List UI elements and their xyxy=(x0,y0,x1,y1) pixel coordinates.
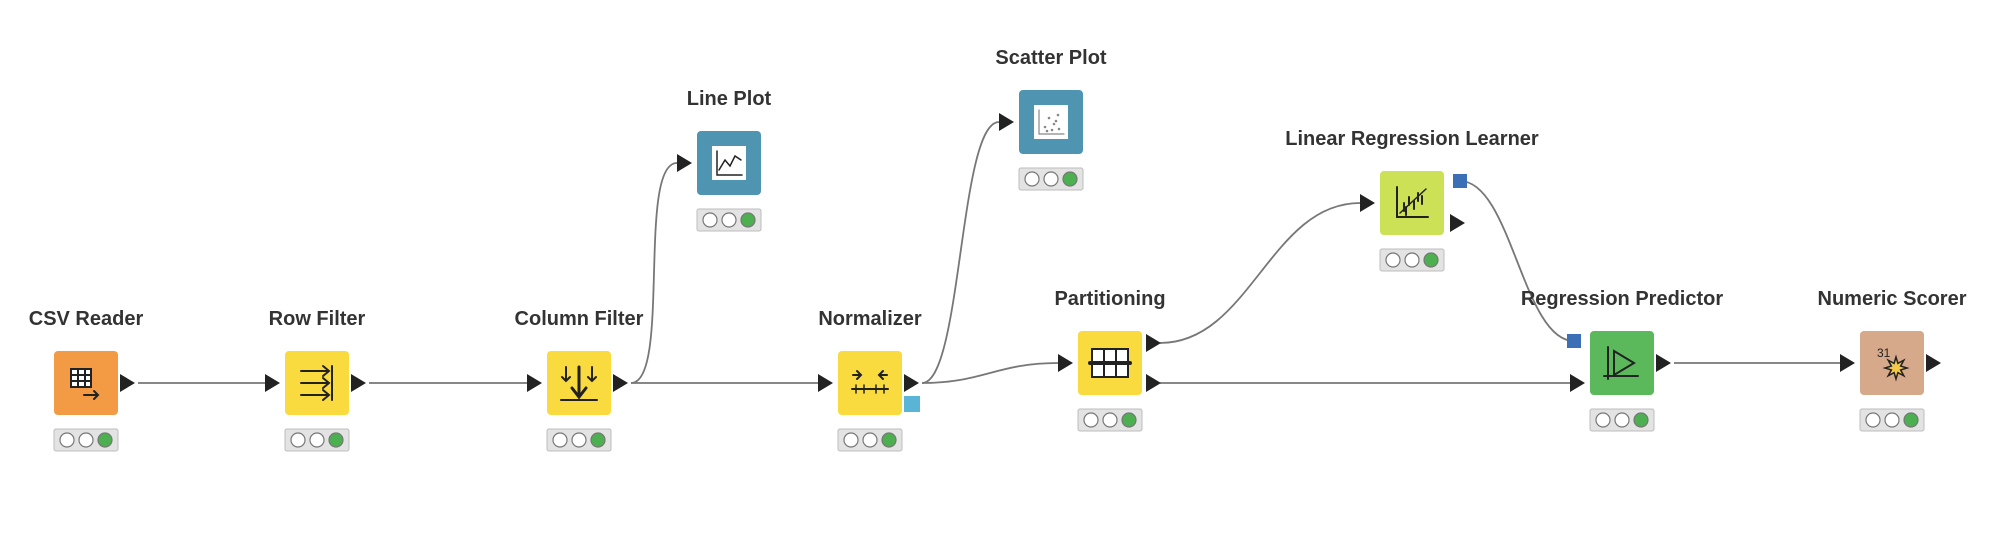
normalizer-model-output-port[interactable] xyxy=(904,396,920,412)
output-port[interactable] xyxy=(1656,354,1671,372)
connection-lin_reg_learner-to-reg_predictor[interactable] xyxy=(1459,180,1575,342)
nodes-layer: CSV Reader Row Filter Column Filter Line Pl… xyxy=(29,47,1967,452)
output-port[interactable] xyxy=(904,374,919,392)
scorer-icon-glyph: 31 xyxy=(1877,346,1891,360)
status-green-light xyxy=(590,432,606,448)
node-partitioning[interactable]: Partitioning xyxy=(1054,288,1166,432)
status-green-light xyxy=(1423,252,1439,268)
status-off-light xyxy=(862,432,878,448)
node-title[interactable]: Linear Regression Learner xyxy=(1285,128,1539,150)
second-partition-output-port[interactable] xyxy=(1146,374,1161,392)
status-off-light xyxy=(1043,171,1059,187)
node-title[interactable]: Numeric Scorer xyxy=(1818,288,1967,310)
node-title[interactable]: Scatter Plot xyxy=(995,47,1106,69)
status-green-light xyxy=(1121,412,1137,428)
input-port[interactable] xyxy=(818,374,833,392)
regression-learner-icon xyxy=(1396,186,1429,218)
csv-reader-icon xyxy=(70,368,100,400)
connection-normalizer-to-scatter_plot[interactable] xyxy=(921,121,1000,384)
model-output-port[interactable] xyxy=(1453,174,1467,188)
connection-partitioning-to-lin_reg_learner[interactable] xyxy=(1159,202,1361,344)
input-port[interactable] xyxy=(1058,354,1073,372)
node-column-filter[interactable]: Column Filter xyxy=(515,308,644,452)
data-output-port[interactable] xyxy=(1450,214,1465,232)
status-off-light xyxy=(1385,252,1401,268)
status-green-light xyxy=(1903,412,1919,428)
status-off-light xyxy=(78,432,94,448)
row-filter-icon xyxy=(300,365,333,401)
node-title[interactable]: Line Plot xyxy=(687,88,772,110)
node-row-filter[interactable]: Row Filter xyxy=(265,308,366,452)
node-line-plot[interactable]: Line Plot xyxy=(677,88,772,232)
predictor-icon xyxy=(1603,346,1639,380)
first-partition-output-port[interactable] xyxy=(1146,334,1161,352)
partitioning-icon xyxy=(1088,348,1132,378)
status-green-light xyxy=(1062,171,1078,187)
node-numeric-scorer[interactable]: Numeric Scorer 31 xyxy=(1818,288,1967,432)
input-port[interactable] xyxy=(527,374,542,392)
status-off-light xyxy=(1083,412,1099,428)
output-port[interactable] xyxy=(351,374,366,392)
status-off-light xyxy=(1024,171,1040,187)
node-title[interactable]: CSV Reader xyxy=(29,308,144,330)
status-off-light xyxy=(571,432,587,448)
status-off-light xyxy=(59,432,75,448)
status-green-light xyxy=(881,432,897,448)
normalizer-icon xyxy=(851,370,889,394)
node-reg-predictor[interactable]: Regression Predictor xyxy=(1521,288,1724,432)
node-title[interactable]: Column Filter xyxy=(515,308,644,330)
node-title[interactable]: Row Filter xyxy=(269,308,366,330)
input-port[interactable] xyxy=(1840,354,1855,372)
status-off-light xyxy=(1865,412,1881,428)
status-green-light xyxy=(97,432,113,448)
status-off-light xyxy=(552,432,568,448)
node-title[interactable]: Normalizer xyxy=(818,308,922,330)
node-body[interactable] xyxy=(1590,331,1654,395)
output-port[interactable] xyxy=(120,374,135,392)
status-off-light xyxy=(1102,412,1118,428)
node-scatter-plot[interactable]: Scatter Plot xyxy=(995,47,1107,191)
line-plot-icon xyxy=(712,146,746,180)
input-port[interactable] xyxy=(1360,194,1375,212)
status-off-light xyxy=(843,432,859,448)
status-off-light xyxy=(1614,412,1630,428)
output-port[interactable] xyxy=(1926,354,1941,372)
node-normalizer[interactable]: Normalizer xyxy=(818,308,922,452)
node-body[interactable] xyxy=(1380,171,1444,235)
input-port[interactable] xyxy=(677,154,692,172)
connection-column_filter-to-line_plot[interactable] xyxy=(630,162,678,384)
node-title[interactable]: Partitioning xyxy=(1054,288,1165,310)
status-off-light xyxy=(290,432,306,448)
node-body[interactable] xyxy=(838,351,902,415)
model-input-port[interactable] xyxy=(1567,334,1581,348)
column-filter-icon xyxy=(560,365,598,401)
node-lin-reg-learner[interactable]: Linear Regression Learner xyxy=(1285,128,1539,272)
status-off-light xyxy=(1404,252,1420,268)
status-off-light xyxy=(309,432,325,448)
status-off-light xyxy=(721,212,737,228)
status-off-light xyxy=(1595,412,1611,428)
status-green-light xyxy=(740,212,756,228)
input-port[interactable] xyxy=(265,374,280,392)
connection-normalizer-to-partitioning[interactable] xyxy=(921,362,1059,384)
output-port[interactable] xyxy=(613,374,628,392)
input-port[interactable] xyxy=(999,113,1014,131)
data-input-port[interactable] xyxy=(1570,374,1585,392)
node-title[interactable]: Regression Predictor xyxy=(1521,288,1724,310)
scorer-icon: 31 xyxy=(1877,346,1910,382)
connections-layer xyxy=(138,121,1840,384)
status-green-light xyxy=(1633,412,1649,428)
status-off-light xyxy=(1884,412,1900,428)
status-green-light xyxy=(328,432,344,448)
status-off-light xyxy=(702,212,718,228)
scatter-plot-icon xyxy=(1034,105,1068,139)
node-csv-reader[interactable]: CSV Reader xyxy=(29,308,144,452)
